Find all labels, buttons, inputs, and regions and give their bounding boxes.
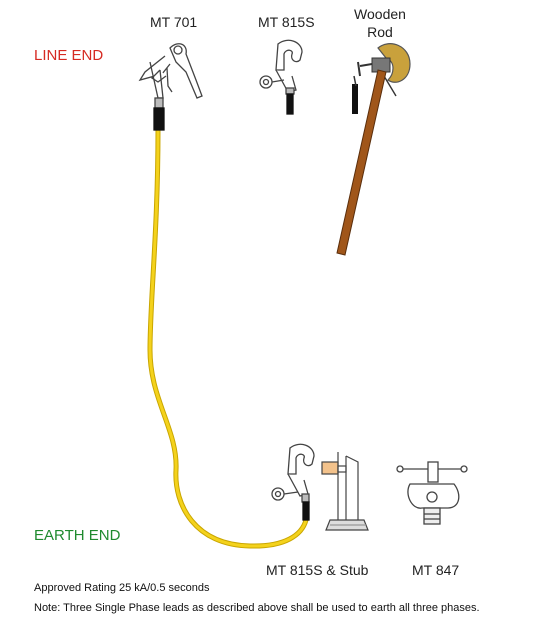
label-line-end: LINE END [34,47,104,64]
label-mt701: MT 701 [150,14,198,30]
note-text: Note: Three Single Phase leads as descri… [34,602,480,614]
earth-cable [147,127,309,549]
mt815s-clamp-icon [259,39,303,115]
label-wooden-rod-line2: Rod [367,24,393,40]
label-earth-end: EARTH END [34,527,121,544]
label-mt815s-stub: MT 815S & Stub [266,562,369,578]
mt847-clamp-icon [396,461,468,525]
earthing-stub-icon [321,452,369,531]
rating-text: Approved Rating 25 kA/0.5 seconds [34,582,210,594]
label-mt815s: MT 815S [258,14,315,30]
wooden-rod-icon [336,43,411,256]
label-wooden-rod: Wooden Rod [350,6,410,40]
label-wooden-rod-line1: Wooden [354,6,406,22]
earth-cable-highlight [148,128,308,548]
mt815s-bottom-clamp-icon [271,443,315,521]
mt701-clamp-icon [138,43,203,131]
label-mt847: MT 847 [412,562,460,578]
